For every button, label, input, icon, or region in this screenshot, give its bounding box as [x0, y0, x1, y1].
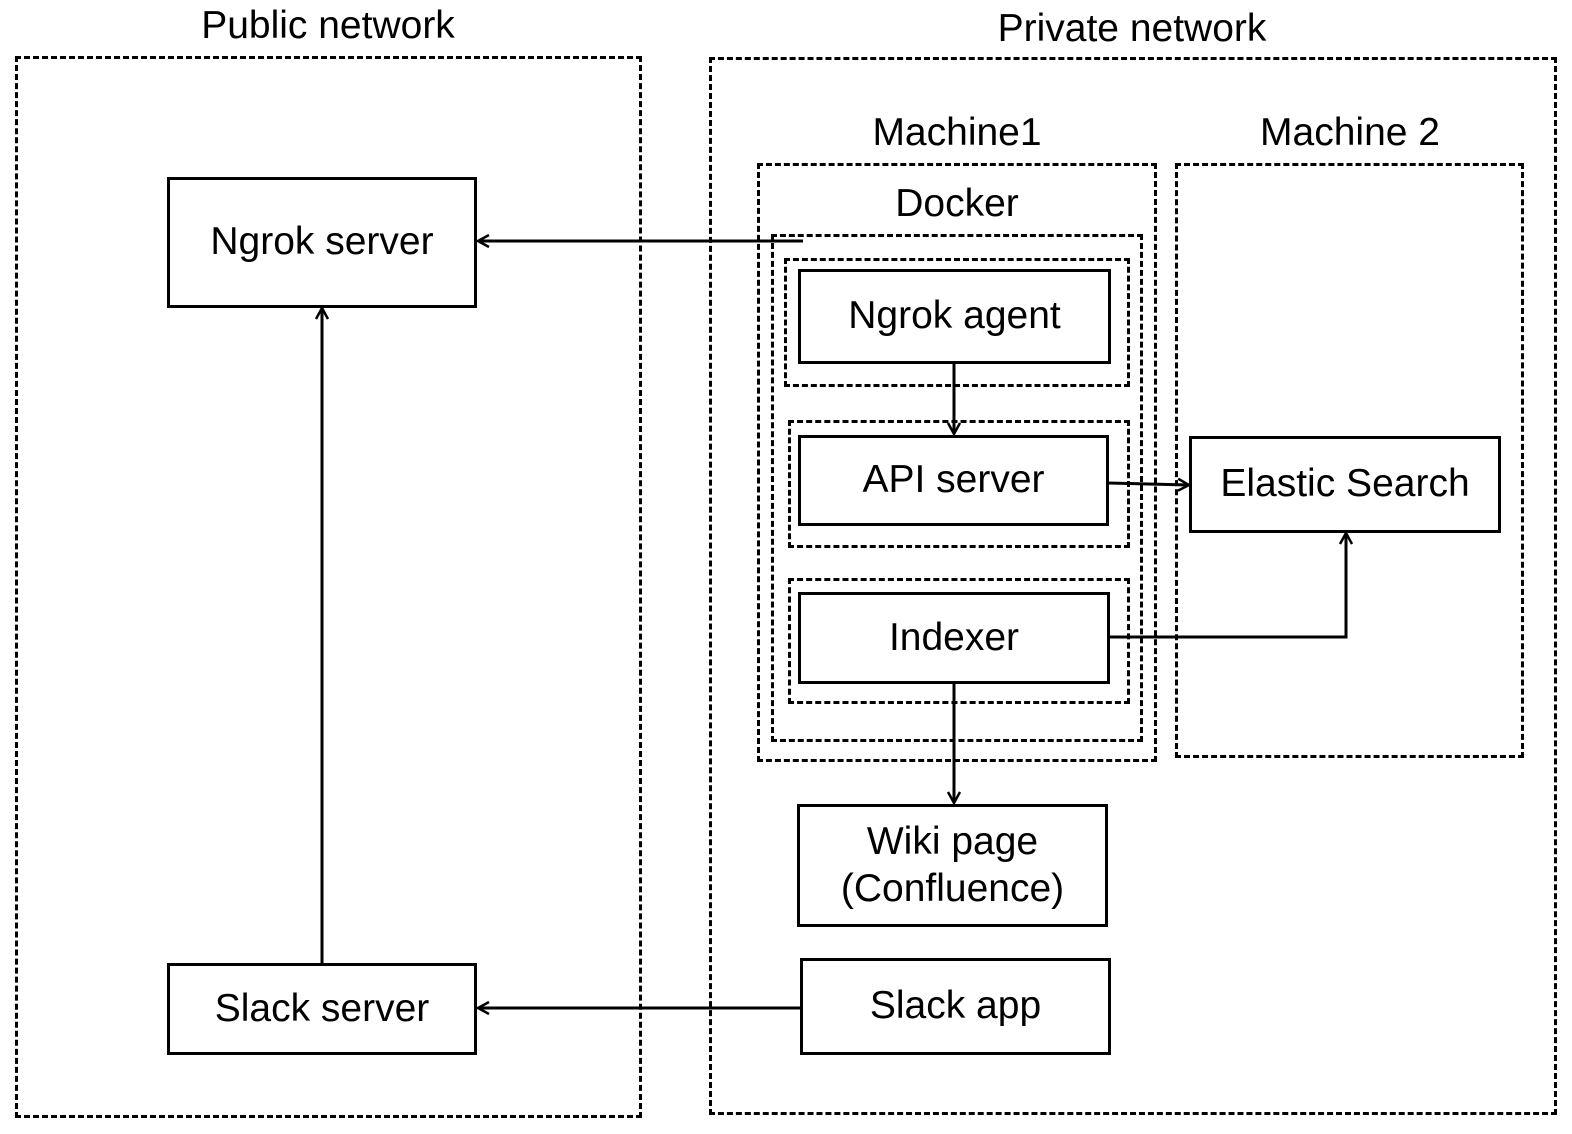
indexer-container: [788, 578, 1130, 704]
machine1-group: [757, 163, 1157, 762]
public-network-label: Public network: [201, 4, 455, 47]
public-network-group: [15, 56, 642, 1118]
machine2-group: [1175, 163, 1524, 758]
wiki-page-node[interactable]: Wiki page (Confluence): [797, 804, 1108, 927]
ngrok-server-node[interactable]: Ngrok server: [167, 177, 477, 308]
slack-server-node[interactable]: Slack server: [167, 963, 477, 1055]
ngrok-agent-node[interactable]: Ngrok agent: [798, 269, 1111, 364]
slack-app-node[interactable]: Slack app: [800, 958, 1111, 1055]
elastic-search-node[interactable]: Elastic Search: [1189, 436, 1501, 533]
indexer-node[interactable]: Indexer: [798, 592, 1110, 684]
ngrok-agent-container: [784, 258, 1130, 387]
machine2-label: Machine 2: [1260, 111, 1440, 154]
edge-indexer-to-elastic-search: [1110, 533, 1346, 639]
docker-label: Docker: [895, 182, 1019, 225]
docker-group: [771, 234, 1143, 742]
edge-api-server-to-elastic-search: [1107, 483, 1189, 485]
private-network-label: Private network: [997, 7, 1267, 50]
machine1-label: Machine1: [872, 111, 1042, 154]
api-server-node[interactable]: API server: [798, 435, 1109, 526]
private-network-group: [709, 57, 1557, 1115]
